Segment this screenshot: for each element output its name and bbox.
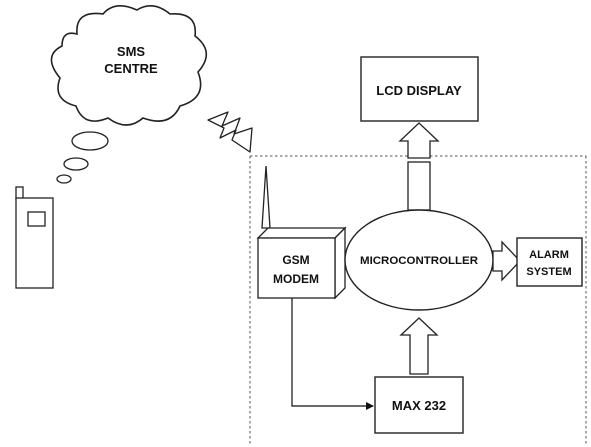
arrow-microcontroller-to-alarm bbox=[492, 240, 521, 282]
sms-centre-label-line2: CENTRE bbox=[104, 61, 158, 76]
thought-bubbles bbox=[56, 131, 109, 184]
alarm-system-label-line2: SYSTEM bbox=[526, 266, 571, 278]
microcontroller-block: MICROCONTROLLER bbox=[344, 209, 494, 311]
connector-gsm-to-max232 bbox=[291, 298, 374, 410]
lcd-display-block: LCD DISPLAY bbox=[360, 56, 479, 122]
sms-centre-cloud: SMS CENTRE bbox=[50, 5, 208, 126]
antenna-icon bbox=[261, 165, 271, 229]
mobile-phone-icon bbox=[15, 186, 54, 289]
gsm-modem-label-line2: MODEM bbox=[273, 272, 319, 286]
arrow-max232-to-microcontroller bbox=[399, 317, 439, 375]
alarm-system-label-line1: ALARM bbox=[529, 249, 569, 261]
wireless-signal-icon bbox=[207, 111, 253, 153]
max232-label: MAX 232 bbox=[392, 398, 446, 413]
gsm-modem-label-line1: GSM bbox=[282, 253, 309, 267]
system-boundary bbox=[249, 155, 587, 444]
lcd-display-label: LCD DISPLAY bbox=[376, 83, 462, 98]
microcontroller-label: MICROCONTROLLER bbox=[360, 255, 478, 267]
max232-block: MAX 232 bbox=[374, 376, 464, 434]
sms-centre-label-line1: SMS bbox=[117, 44, 146, 59]
arrow-microcontroller-to-lcd bbox=[398, 122, 440, 211]
gsm-modem-block: GSM MODEM bbox=[256, 226, 347, 300]
alarm-system-block: ALARM SYSTEM bbox=[516, 237, 583, 287]
